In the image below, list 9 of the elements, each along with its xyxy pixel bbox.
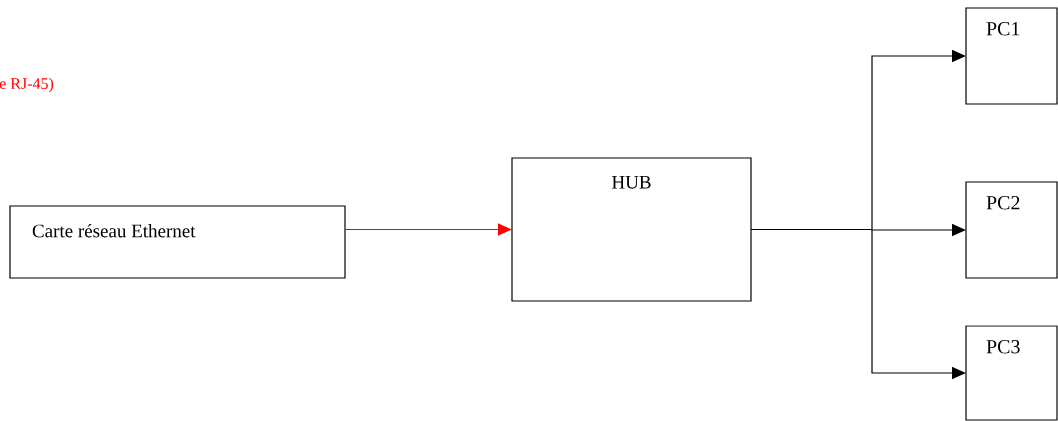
connector-line [750, 228, 873, 231]
arrow [344, 223, 512, 236]
network-box: PC2 [965, 181, 1058, 279]
network-box: Carte réseau Ethernet [9, 205, 346, 279]
network-box: PC1 [965, 7, 1058, 105]
network-box: PC3 [965, 325, 1058, 421]
network-box: HUB [511, 157, 752, 302]
arrow [871, 49, 966, 231]
note-text: e RJ-45) [0, 77, 54, 93]
